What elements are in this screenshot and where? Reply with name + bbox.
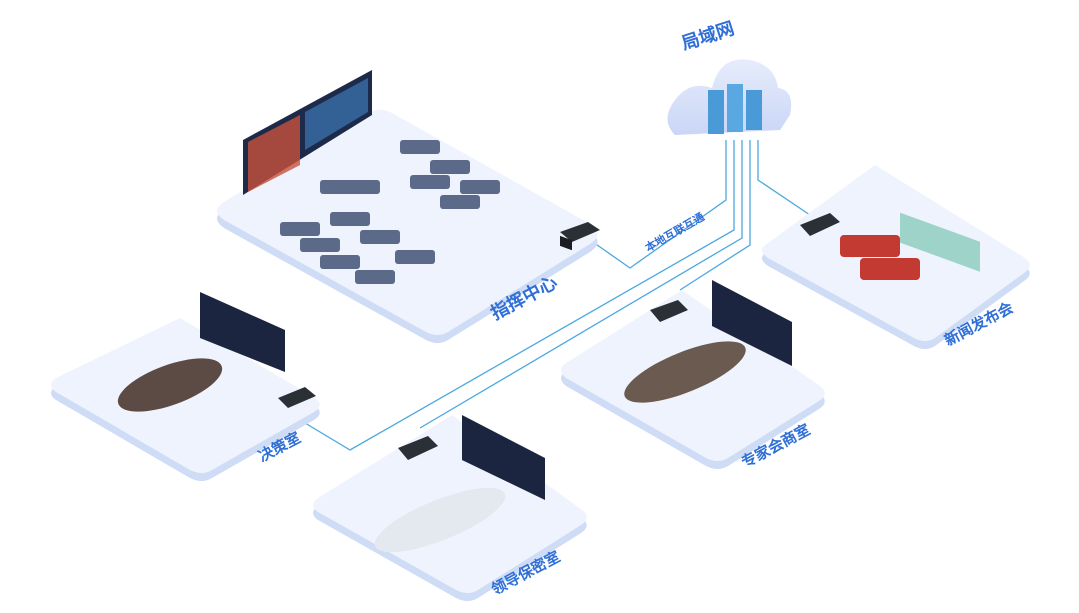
link-press [757, 140, 811, 216]
video-wall-expert [712, 280, 792, 366]
device-boxes [278, 213, 840, 460]
table-press [900, 212, 980, 272]
table-decision [117, 358, 223, 412]
link-decision [299, 140, 735, 451]
video-wall-secure [462, 415, 545, 500]
link-secure [419, 140, 743, 429]
platform-command [217, 109, 598, 344]
device-expert [650, 300, 688, 322]
link-expert [679, 140, 751, 291]
device-decision [278, 387, 316, 408]
video-wall-decision [200, 292, 285, 372]
table-expert [624, 341, 746, 403]
device-press [800, 213, 840, 236]
connection-lines [299, 140, 811, 451]
audience-press [840, 235, 920, 280]
workstations [280, 140, 500, 284]
video-wall-command [243, 70, 372, 195]
device-command [560, 222, 600, 242]
link-command [589, 140, 727, 269]
table-secure [374, 487, 506, 553]
device-secure [398, 436, 438, 460]
link-label: 本地互联互通 [643, 209, 707, 254]
cloud-icon [667, 59, 792, 135]
network-label: 局域网 [679, 17, 737, 55]
